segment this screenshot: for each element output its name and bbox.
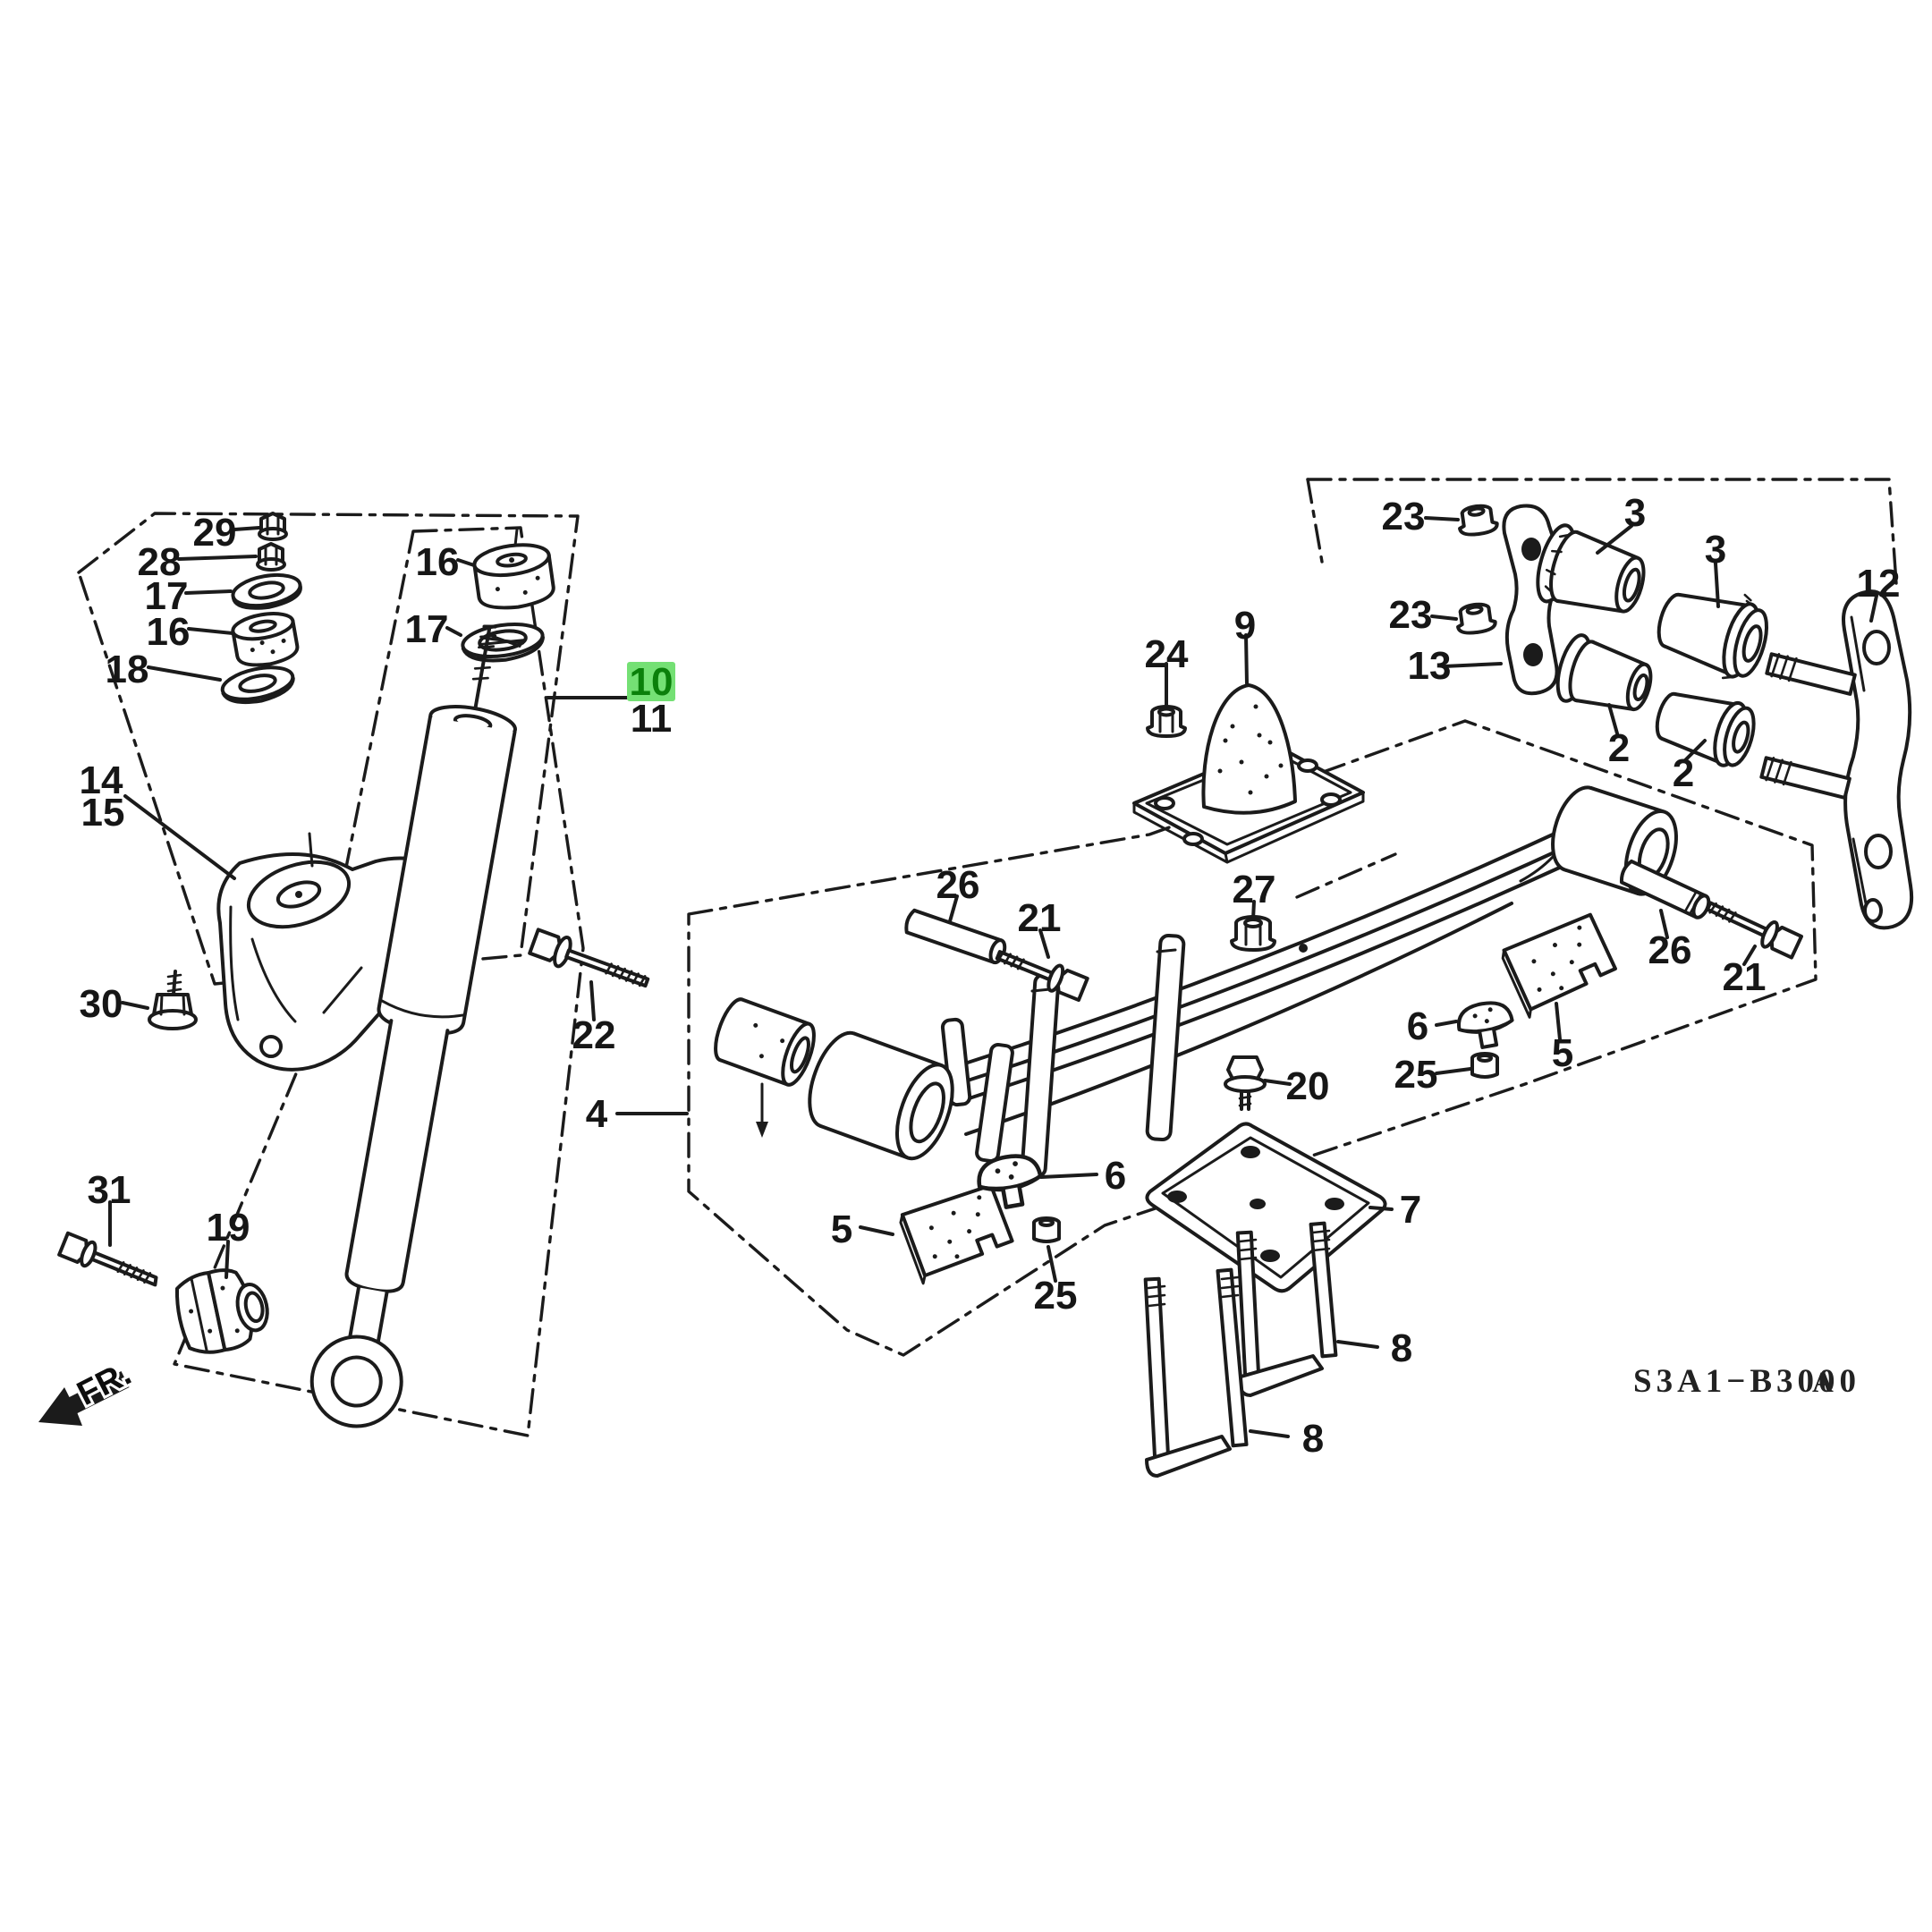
bushing-2-right [1655,691,1756,767]
bushing-3-right [1657,592,1769,680]
callout-5-left[interactable]: 5 [831,1208,852,1251]
callout-12[interactable]: 12 [1857,562,1901,606]
callout-6-left[interactable]: 6 [1105,1154,1126,1198]
callout-17-right[interactable]: 17 [405,607,449,651]
button-6-right [1456,1001,1514,1049]
callout-23-upper[interactable]: 23 [1382,495,1426,538]
bushing-16-right [472,543,555,610]
fr-arrow [38,1371,130,1426]
bolt-31 [57,1231,158,1287]
callout-17-left[interactable]: 17 [145,574,189,618]
bump-stop-9 [1201,683,1297,815]
assembly-outline-mount [77,512,580,986]
nut-25-right [1470,1052,1499,1079]
insert-direction-arrow [756,1082,768,1138]
callout-19[interactable]: 19 [207,1206,250,1250]
bolt-21-right [1705,901,1803,960]
callout-28[interactable]: 28 [138,540,182,584]
callout-27[interactable]: 27 [1233,868,1276,911]
callout-8-lower[interactable]: 8 [1302,1417,1324,1461]
washer-17-right [461,623,545,663]
spring-pad-plate-7 [1145,1122,1387,1293]
callout-6-right[interactable]: 6 [1407,1004,1428,1048]
shackle-stud-lower [1759,756,1852,800]
nut-28 [256,542,286,572]
bolt-20 [1224,1055,1267,1111]
callout-14[interactable]: 14 [80,758,123,802]
nut-25-left [1032,1216,1061,1243]
button-6-left [977,1154,1043,1209]
callout-30[interactable]: 30 [80,982,123,1026]
bolt-21-left [995,950,1089,1003]
callout-9[interactable]: 9 [1234,604,1256,648]
nut-23-lower [1456,602,1497,635]
callout-25-right[interactable]: 25 [1394,1053,1438,1097]
shock-absorber [309,624,517,1428]
nut-23-upper [1458,504,1499,537]
highlight-box-10 [627,662,675,701]
callout-20[interactable]: 20 [1286,1064,1330,1108]
callout-3-left[interactable]: 3 [1624,491,1646,535]
washer-18 [220,665,295,705]
callout-7[interactable]: 7 [1400,1188,1421,1232]
callout-8-upper[interactable]: 8 [1391,1326,1412,1370]
washer-17-left [231,572,302,610]
shackle-stud-upper [1765,652,1857,696]
callout-21-left[interactable]: 21 [1018,896,1062,940]
bushing-16-left [231,612,300,667]
leader-lines [108,516,1878,1438]
u-bolt-8-lower [1143,1267,1249,1478]
callout-31[interactable]: 31 [88,1168,131,1212]
callout-24[interactable]: 24 [1145,632,1189,676]
diagram-code-suffix: A [1812,1367,1834,1399]
assembly-outline-shackle [1306,478,1898,585]
assembly-outline-leaf-spring [687,719,1818,1357]
callout-25-left[interactable]: 25 [1034,1274,1078,1318]
callout-29[interactable]: 29 [193,511,237,555]
loose-bushing [714,997,816,1087]
silencer-pad-5-left [899,1183,1014,1285]
nut-24 [1146,705,1187,738]
u-bolt-8-upper [1235,1221,1338,1397]
callout-26-left[interactable]: 26 [936,863,980,907]
bolt-30 [148,970,198,1030]
callout-16-right[interactable]: 16 [416,540,460,584]
nut-29 [258,512,288,541]
lower-shock-bushing-19 [174,1268,269,1354]
callout-22[interactable]: 22 [572,1013,616,1057]
bushing-2-left [1555,633,1653,712]
silencer-pad-5-right [1501,912,1617,1019]
callout-26-right[interactable]: 26 [1648,928,1692,972]
callout-21-right[interactable]: 21 [1723,955,1767,999]
callout-3-right[interactable]: 3 [1705,528,1726,572]
callout-18[interactable]: 18 [106,648,149,691]
callout-5-right[interactable]: 5 [1552,1031,1573,1075]
front-eye-bushing [808,1030,954,1161]
nut-27 [1230,915,1276,952]
callout-2-right[interactable]: 2 [1673,751,1694,795]
callout-13[interactable]: 13 [1408,644,1452,688]
diagram-code: S3A1−B3000 [1633,1363,1860,1400]
callout-10-highlighted[interactable]: 10 [630,660,674,704]
callout-16-left[interactable]: 16 [147,610,191,654]
callout-4[interactable]: 4 [586,1092,608,1136]
callout-2-left[interactable]: 2 [1608,726,1630,770]
pin-26-right [1619,859,1711,919]
stud-centerline [513,528,519,547]
callout-11[interactable]: 11 [631,697,673,741]
shackle-plate-12 [1842,589,1913,930]
callout-15[interactable]: 15 [81,791,125,835]
callout-23-lower[interactable]: 23 [1389,593,1433,637]
bolt-22 [528,928,650,988]
pin-26-left [904,908,1007,965]
